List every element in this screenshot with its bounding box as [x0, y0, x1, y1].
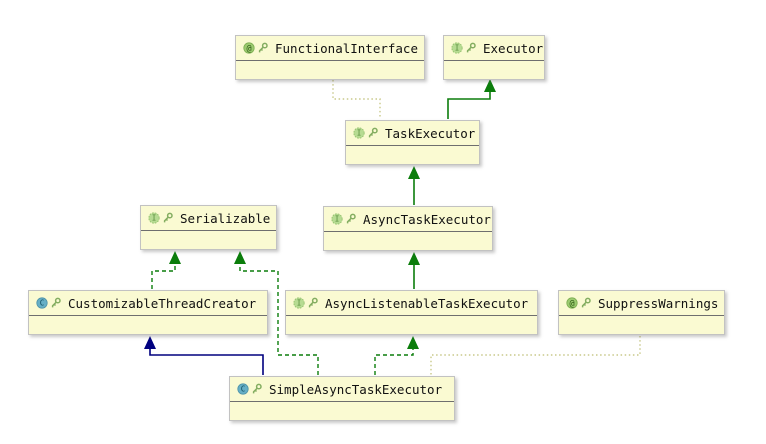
- svg-text:C: C: [40, 299, 45, 308]
- edge-asynctaskexecutor-extends-taskexecutor[interactable]: [408, 166, 420, 205]
- key-icon: [258, 42, 268, 53]
- class-name: Executor: [483, 40, 544, 56]
- edge-customizablethreadcreator-implements-serializable[interactable]: [151, 251, 181, 289]
- key-icon: [163, 212, 173, 223]
- svg-text:I: I: [297, 299, 302, 308]
- uml-node-functionalinterface[interactable]: @ FunctionalInterface: [235, 35, 425, 80]
- node-compartment: [230, 402, 454, 420]
- uml-node-asynctaskexecutor[interactable]: I AsyncTaskExecutor: [323, 206, 493, 251]
- interface-icon: I: [148, 212, 160, 224]
- node-compartment: [236, 61, 424, 79]
- node-compartment: [346, 146, 479, 164]
- class-name: CustomizableThreadCreator: [68, 295, 257, 311]
- edge-functionalinterface-annotates-taskexecutor[interactable]: [332, 80, 381, 119]
- uml-node-serializable[interactable]: I Serializable: [140, 205, 277, 250]
- edge-simpleasynctaskexecutor-implements-asynclistenabletaskexecutor[interactable]: [374, 336, 419, 375]
- edge-taskexecutor-extends-executor[interactable]: [447, 79, 496, 119]
- interface-icon: I: [331, 213, 343, 225]
- svg-text:I: I: [152, 214, 157, 223]
- node-compartment: [444, 61, 544, 79]
- key-icon: [346, 213, 356, 224]
- key-icon: [466, 42, 476, 53]
- node-compartment: [324, 232, 492, 250]
- node-compartment: [559, 316, 724, 334]
- uml-node-taskexecutor[interactable]: I TaskExecutor: [345, 120, 480, 165]
- key-icon: [368, 127, 378, 138]
- class-name: SuppressWarnings: [598, 295, 719, 311]
- class-name: Serializable: [180, 210, 271, 226]
- svg-text:I: I: [357, 129, 362, 138]
- edge-suppresswarnings-annotates-simpleasynctaskexecutor[interactable]: [430, 336, 641, 375]
- edge-simpleasynctaskexecutor-extends-customizablethreadcreator[interactable]: [144, 336, 264, 375]
- svg-text:I: I: [455, 44, 460, 53]
- key-icon: [581, 297, 591, 308]
- svg-text:@: @: [569, 298, 574, 308]
- key-icon: [308, 297, 318, 308]
- uml-node-customizablethreadcreator[interactable]: C CustomizableThreadCreator: [28, 290, 268, 335]
- uml-node-asynclistenabletaskexecutor[interactable]: I AsyncListenableTaskExecutor: [285, 290, 538, 335]
- class-name: AsyncListenableTaskExecutor: [325, 295, 529, 311]
- key-icon: [51, 297, 61, 308]
- class-icon: C: [237, 383, 249, 395]
- edge-simpleasynctaskexecutor-implements-serializable[interactable]: [234, 251, 319, 375]
- class-name: SimpleAsyncTaskExecutor: [269, 381, 443, 397]
- annotation-icon: @: [566, 297, 578, 309]
- uml-node-simpleasynctaskexecutor[interactable]: C SimpleAsyncTaskExecutor: [229, 376, 455, 421]
- class-name: FunctionalInterface: [275, 40, 418, 56]
- svg-text:I: I: [335, 215, 340, 224]
- svg-text:C: C: [241, 385, 246, 394]
- key-icon: [252, 383, 262, 394]
- node-compartment: [286, 316, 537, 334]
- class-name: TaskExecutor: [385, 125, 476, 141]
- interface-icon: I: [353, 127, 365, 139]
- annotation-icon: @: [243, 42, 255, 54]
- interface-icon: I: [451, 42, 463, 54]
- uml-node-executor[interactable]: I Executor: [443, 35, 545, 80]
- class-name: AsyncTaskExecutor: [363, 211, 491, 227]
- class-icon: C: [36, 297, 48, 309]
- node-compartment: [141, 231, 276, 249]
- uml-node-suppresswarnings[interactable]: @ SuppressWarnings: [558, 290, 725, 335]
- node-compartment: [29, 316, 267, 334]
- interface-icon: I: [293, 297, 305, 309]
- edge-asynclistenabletaskexecutor-extends-asynctaskexecutor[interactable]: [408, 252, 420, 289]
- svg-text:@: @: [246, 43, 251, 53]
